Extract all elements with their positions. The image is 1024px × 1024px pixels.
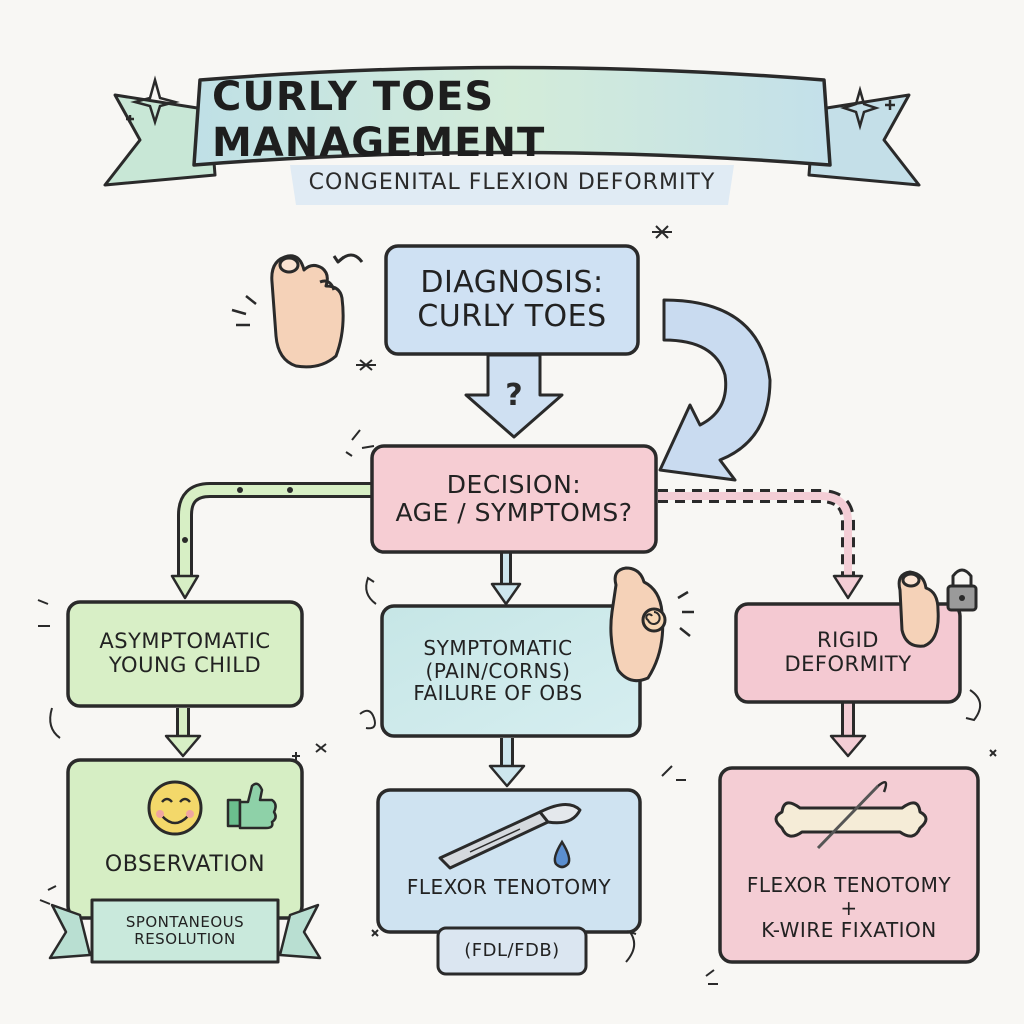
scalpel-icon	[438, 803, 582, 870]
diagnosis-line2: CURLY TOES	[417, 299, 607, 334]
kwire-line2: +	[840, 895, 858, 920]
bent-toe-pain-icon	[609, 566, 694, 683]
connector-to-rigid	[658, 489, 864, 600]
diagnosis-box	[384, 244, 640, 356]
decision-line2: AGE / SYMPTOMS?	[395, 498, 633, 527]
blood-drop-icon	[553, 839, 571, 869]
asymptomatic-box	[66, 600, 304, 708]
decision-box	[370, 444, 658, 554]
spontaneous-resolution-label: SPONTANEOUS RESOLUTION	[92, 900, 278, 962]
asymptomatic-label: ASYMPTOMATIC YOUNG CHILD	[68, 602, 302, 706]
smiley-face-icon	[147, 780, 203, 836]
connector-to-asymptomatic	[170, 482, 372, 600]
connector-to-kwire	[829, 702, 867, 758]
connector-to-tenotomy	[488, 738, 526, 788]
kwire-label: FLEXOR TENOTOMY + K-WIRE FIXATION	[720, 858, 978, 958]
kwire-line1: FLEXOR TENOTOMY	[746, 873, 952, 898]
kwire-line3: K-WIRE FIXATION	[761, 918, 937, 943]
symptomatic-label: SYMPTOMATIC (PAIN/CORNS) FAILURE OF OBS	[382, 606, 614, 736]
rigid-label: RIGID DEFORMITY	[736, 604, 960, 702]
symptomatic-line1: SYMPTOMATIC	[423, 636, 573, 661]
fdl-fdb-tag	[436, 926, 588, 976]
decorative-sparkles	[37, 225, 997, 985]
curved-arrow-right	[658, 298, 772, 482]
connector-to-symptomatic	[490, 552, 522, 606]
thumbs-up-icon	[226, 782, 277, 830]
diagnosis-down-arrow	[464, 353, 564, 439]
page-subtitle: CONGENITAL FLEXION DEFORMITY	[308, 169, 716, 195]
fdl-fdb-label: (FDL/FDB)	[438, 928, 586, 974]
toe-lock-icon	[897, 568, 978, 648]
tenotomy-label: FLEXOR TENOTOMY	[378, 864, 640, 910]
symptomatic-line2: (PAIN/CORNS)	[425, 658, 571, 683]
connector-to-observation	[164, 708, 202, 758]
tenotomy-text: FLEXOR TENOTOMY	[406, 874, 612, 899]
observation-text: OBSERVATION	[104, 851, 266, 877]
diagnosis-label: DIAGNOSIS: CURLY TOES	[386, 246, 638, 354]
bone-with-kwire-icon	[774, 780, 928, 850]
ribbon-line2: RESOLUTION	[134, 930, 236, 948]
page-title: CURLY TOES MANAGEMENT	[212, 74, 546, 166]
rigid-line2: DEFORMITY	[784, 652, 912, 676]
title-banner	[103, 65, 921, 205]
symptomatic-line3: FAILURE OF OBS	[413, 681, 583, 706]
spontaneous-resolution-ribbon	[48, 898, 322, 964]
decision-line1: DECISION:	[446, 470, 582, 499]
observation-label: OBSERVATION	[68, 842, 302, 888]
curled-toe-icon	[231, 253, 364, 369]
decision-label: DECISION: AGE / SYMPTOMS?	[372, 446, 656, 552]
asymptomatic-line2: YOUNG CHILD	[108, 653, 262, 677]
tenotomy-box	[376, 788, 642, 934]
ribbon-line1: SPONTANEOUS	[125, 913, 245, 932]
diagnosis-line1: DIAGNOSIS:	[420, 265, 604, 301]
sparkle-icon	[126, 75, 895, 131]
rigid-line1: RIGID	[817, 628, 879, 653]
fdl-fdb-text: (FDL/FDB)	[464, 939, 560, 961]
asymptomatic-line1: ASYMPTOMATIC	[99, 629, 271, 654]
question-mark: ?	[505, 378, 522, 413]
